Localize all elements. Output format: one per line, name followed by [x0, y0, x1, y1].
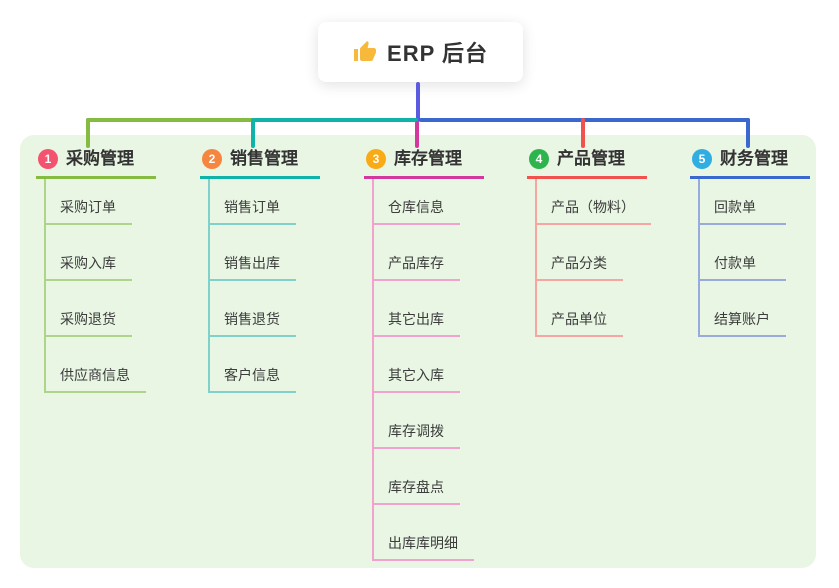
connector-drop-branch-2 [251, 118, 255, 148]
child-node-label: 付款单 [714, 255, 756, 271]
child-node[interactable]: 采购退货 [46, 281, 132, 337]
branch-product: 4 产品管理 产品（物料） 产品分类产品单位 [527, 148, 651, 337]
branch-title: 采购管理 [66, 149, 134, 168]
child-node-label: 库存盘点 [388, 479, 444, 495]
connector-bus-left-green [86, 118, 255, 122]
child-node[interactable]: 产品（物料） [537, 179, 651, 225]
child-node-label: 产品（物料） [551, 199, 635, 215]
branch-header-finance[interactable]: 5 财务管理 [690, 148, 810, 179]
child-node[interactable]: 采购订单 [46, 179, 132, 225]
connector-drop-branch-3 [415, 121, 419, 148]
child-node[interactable]: 销售出库 [210, 225, 296, 281]
child-node[interactable]: 销售订单 [210, 179, 296, 225]
child-node-label: 其它入库 [388, 367, 444, 383]
branch-inventory: 3 库存管理 仓库信息产品库存其它出库其它入库库存调拨库存盘点出库库明细 [364, 148, 484, 561]
child-node-label: 产品单位 [551, 311, 607, 327]
branch-header-sales[interactable]: 2 销售管理 [200, 148, 320, 179]
connector-root-drop [416, 82, 420, 122]
root-node-label: ERP 后台 [387, 41, 488, 66]
branch-purchase: 1 采购管理 采购订单采购入库采购退货供应商信息 [36, 148, 156, 393]
child-node[interactable]: 客户信息 [210, 337, 296, 393]
child-node-label: 产品分类 [551, 255, 607, 271]
child-node-label: 库存调拨 [388, 423, 444, 439]
child-node-label: 回款单 [714, 199, 756, 215]
child-node[interactable]: 采购入库 [46, 225, 132, 281]
branch-number-badge: 3 [366, 149, 386, 169]
branch-sales: 2 销售管理 销售订单销售出库销售退货客户信息 [200, 148, 320, 393]
child-node[interactable]: 产品单位 [537, 281, 623, 337]
child-node-label: 产品库存 [388, 255, 444, 271]
connector-drop-branch-4 [581, 118, 585, 148]
branch-title: 库存管理 [394, 149, 462, 168]
child-node[interactable]: 仓库信息 [374, 179, 460, 225]
child-node[interactable]: 其它入库 [374, 337, 460, 393]
child-node-label: 仓库信息 [388, 199, 444, 215]
branch-children: 采购订单采购入库采购退货供应商信息 [44, 179, 156, 393]
child-node[interactable]: 结算账户 [700, 281, 786, 337]
child-node[interactable]: 销售退货 [210, 281, 296, 337]
branch-number-badge: 2 [202, 149, 222, 169]
child-node-label: 客户信息 [224, 367, 280, 383]
branch-header-product[interactable]: 4 产品管理 [527, 148, 647, 179]
connector-drop-branch-1 [86, 118, 90, 148]
child-node[interactable]: 产品分类 [537, 225, 623, 281]
branch-title: 产品管理 [557, 149, 625, 168]
child-node-label: 销售订单 [224, 199, 280, 215]
branch-children: 回款单付款单结算账户 [698, 179, 810, 337]
child-node-label: 采购订单 [60, 199, 116, 215]
child-node[interactable]: 回款单 [700, 179, 786, 225]
child-node-label: 其它出库 [388, 311, 444, 327]
branch-children: 销售订单销售出库销售退货客户信息 [208, 179, 320, 393]
child-node[interactable]: 库存盘点 [374, 449, 460, 505]
child-node-label: 结算账户 [714, 311, 770, 327]
branch-title: 财务管理 [720, 149, 788, 168]
child-node-label: 供应商信息 [60, 367, 130, 383]
branches-background-panel [20, 135, 816, 568]
branch-header-purchase[interactable]: 1 采购管理 [36, 148, 156, 179]
branch-children: 仓库信息产品库存其它出库其它入库库存调拨库存盘点出库库明细 [372, 179, 484, 561]
root-node[interactable]: ERP 后台 [318, 22, 523, 82]
branch-finance: 5 财务管理 回款单付款单结算账户 [690, 148, 810, 337]
child-node[interactable]: 出库库明细 [374, 505, 474, 561]
child-node-label: 销售退货 [224, 311, 280, 327]
connector-drop-branch-5 [746, 118, 750, 148]
thumbs-up-icon [353, 40, 377, 64]
child-node[interactable]: 付款单 [700, 225, 786, 281]
branch-number-badge: 1 [38, 149, 58, 169]
branch-number-badge: 4 [529, 149, 549, 169]
child-node[interactable]: 产品库存 [374, 225, 460, 281]
child-node-label: 出库库明细 [388, 535, 458, 551]
connector-bus-mid-teal [253, 118, 418, 122]
branch-header-inventory[interactable]: 3 库存管理 [364, 148, 484, 179]
child-node-label: 采购入库 [60, 255, 116, 271]
branch-title: 销售管理 [230, 149, 298, 168]
branch-children: 产品（物料） 产品分类产品单位 [535, 179, 651, 337]
child-node-label: 采购退货 [60, 311, 116, 327]
child-node[interactable]: 其它出库 [374, 281, 460, 337]
child-node[interactable]: 库存调拨 [374, 393, 460, 449]
child-node-label: 销售出库 [224, 255, 280, 271]
branch-number-badge: 5 [692, 149, 712, 169]
child-node[interactable]: 供应商信息 [46, 337, 146, 393]
